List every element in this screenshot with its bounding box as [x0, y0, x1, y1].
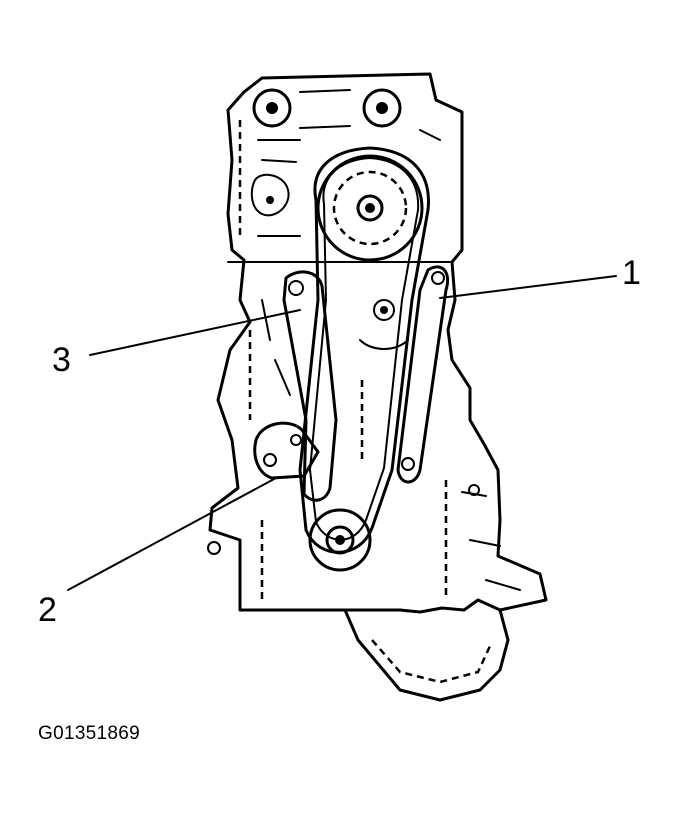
figure-id: G01351869 [38, 723, 141, 744]
lower-right-details [207, 480, 521, 600]
left-block-details [238, 120, 301, 420]
upper-bosses [252, 88, 441, 141]
cylinder-head-outline [208, 72, 548, 614]
tensioner-arm [282, 270, 338, 502]
chain-tensioner [253, 421, 320, 480]
crankshaft-sprocket [308, 508, 372, 572]
oil-pan-detail [371, 639, 492, 684]
leader-line-1 [439, 275, 617, 299]
timing-chain [298, 146, 430, 554]
leader-line-2 [67, 477, 277, 591]
chain-guide [396, 265, 449, 484]
timing-chain-inner [308, 156, 420, 541]
leader-line-3 [89, 309, 301, 356]
callout-label-3: 3 [52, 341, 71, 379]
oil-pan-outline [343, 608, 510, 702]
callout-label-2: 2 [38, 591, 57, 629]
middle-block-details [227, 261, 451, 460]
camshaft-sprocket [316, 154, 424, 262]
callout-label-1: 1 [622, 254, 641, 292]
